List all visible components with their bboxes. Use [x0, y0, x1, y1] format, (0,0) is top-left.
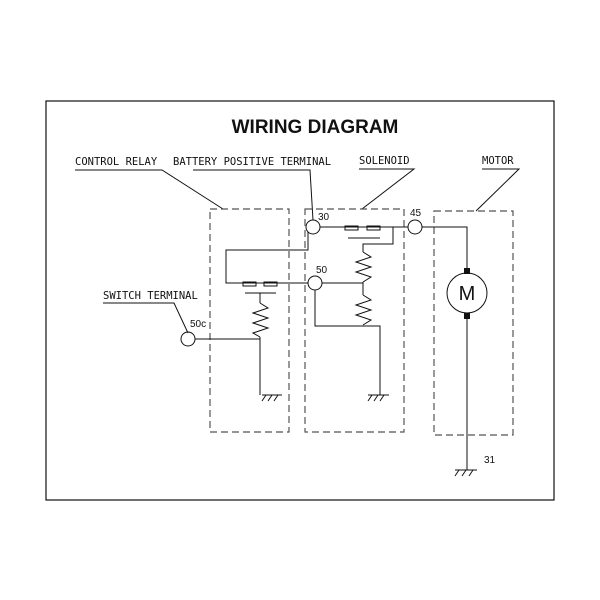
control-relay-leader [75, 169, 224, 210]
solenoid-pull-coil [354, 294, 373, 326]
solenoid-main-wire [320, 226, 394, 252]
terminal-50c-circle [180, 331, 196, 347]
solenoid-ground-symbol [367, 394, 389, 402]
solenoid-contact-right [366, 225, 381, 231]
control-relay-box [209, 208, 290, 433]
motor-ground-symbol [454, 469, 477, 477]
solenoid-leader [359, 168, 416, 210]
relay-contact-right [263, 281, 278, 287]
diagram-frame [45, 100, 555, 501]
relay-coil [251, 302, 270, 338]
terminal-31-label: 31 [484, 455, 496, 466]
motor-brush-bottom [464, 313, 470, 319]
diagram-title: WIRING DIAGRAM [232, 117, 399, 138]
solenoid-label: SOLENOID [359, 155, 410, 167]
relay-contact-left [242, 281, 257, 287]
relay-ground-symbol [261, 394, 282, 402]
control-relay-label: CONTROL RELAY [75, 156, 158, 168]
motor-symbol: M [459, 283, 476, 305]
motor-box [433, 210, 514, 436]
switch-terminal-leader [103, 302, 189, 334]
solenoid-bypass-wire [314, 290, 381, 395]
solenoid-hold-coil [354, 251, 373, 283]
motor-leader [475, 168, 521, 212]
switch-terminal-label: SWITCH TERMINAL [103, 290, 198, 302]
terminal-50-circle [307, 275, 323, 291]
terminal-30-label: 30 [318, 212, 330, 223]
terminal-50c-label: 50c [190, 319, 206, 330]
solenoid-box [304, 208, 405, 433]
battery-positive-leader [193, 169, 314, 221]
terminal-50-label: 50 [316, 265, 328, 276]
motor-label: MOTOR [482, 155, 514, 167]
battery-positive-label: BATTERY POSITIVE TERMINAL [173, 156, 331, 168]
solenoid-contact-left [344, 225, 359, 231]
motor-brush-top [464, 268, 470, 274]
motor-feed-wire [422, 226, 468, 268]
terminal-45-label: 45 [410, 208, 422, 219]
terminal-45-circle [407, 219, 423, 235]
relay-feed-wire [225, 232, 309, 284]
